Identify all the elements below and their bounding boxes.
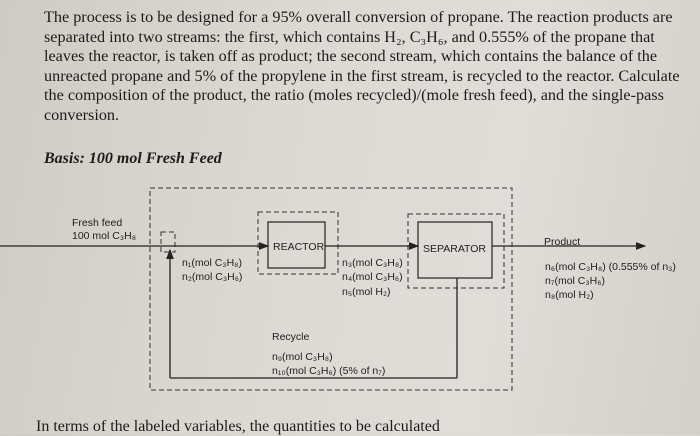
basis-heading: Basis: 100 mol Fresh Feed bbox=[44, 150, 222, 167]
problem-line: separated into two streams: the first, w… bbox=[44, 27, 655, 46]
fresh-feed-amount: 100 mol C₃H₈ bbox=[72, 230, 136, 242]
overall-system-boundary bbox=[149, 187, 513, 391]
problem-line: The process is to be designed for a 95% … bbox=[44, 8, 673, 26]
stream-n3: n₃(mol C₃H₈) bbox=[342, 257, 403, 269]
fresh-feed-label: Fresh feed bbox=[72, 217, 122, 229]
stream-n1: n₁(mol C₃H₈) bbox=[182, 257, 242, 269]
reactor-boundary bbox=[257, 211, 339, 275]
stream-n9: n₉(mol C₃H₈) bbox=[272, 351, 333, 363]
problem-line: the composition of the product, the rati… bbox=[44, 86, 664, 105]
reactor-label: REACTOR bbox=[273, 241, 325, 253]
problem-statement: The process is to be designed for a 95% … bbox=[44, 8, 700, 126]
bottom-text: In terms of the labeled variables, the q… bbox=[36, 418, 440, 435]
problem-line: conversion. bbox=[44, 105, 120, 124]
problem-line: unreacted propane and 5% of the propylen… bbox=[44, 66, 680, 85]
stream-n8: n₈(mol H₂) bbox=[545, 289, 594, 301]
mixer-boundary bbox=[160, 231, 176, 253]
separator-box bbox=[417, 221, 493, 279]
stream-n7: n₇(mol C₃H₆) bbox=[545, 275, 605, 287]
separator-label: SEPARATOR bbox=[423, 243, 486, 255]
problem-line: leaves the reactor, is taken off as prod… bbox=[44, 47, 658, 66]
recycle-label: Recycle bbox=[272, 331, 310, 343]
stream-n4: n₄(mol C₃H₆) bbox=[342, 271, 403, 283]
stream-n5: n₅(mol H₂) bbox=[342, 286, 391, 298]
product-label: Product bbox=[544, 236, 580, 248]
stream-n10: n₁₀(mol C₃H₆) (5% of n₇) bbox=[272, 365, 385, 377]
stream-n2: n₂(mol C₃H₆) bbox=[182, 271, 242, 283]
separator-boundary bbox=[407, 213, 505, 289]
stream-n6: n₆(mol C₃H₈) (0.555% of n₃) bbox=[545, 261, 676, 273]
